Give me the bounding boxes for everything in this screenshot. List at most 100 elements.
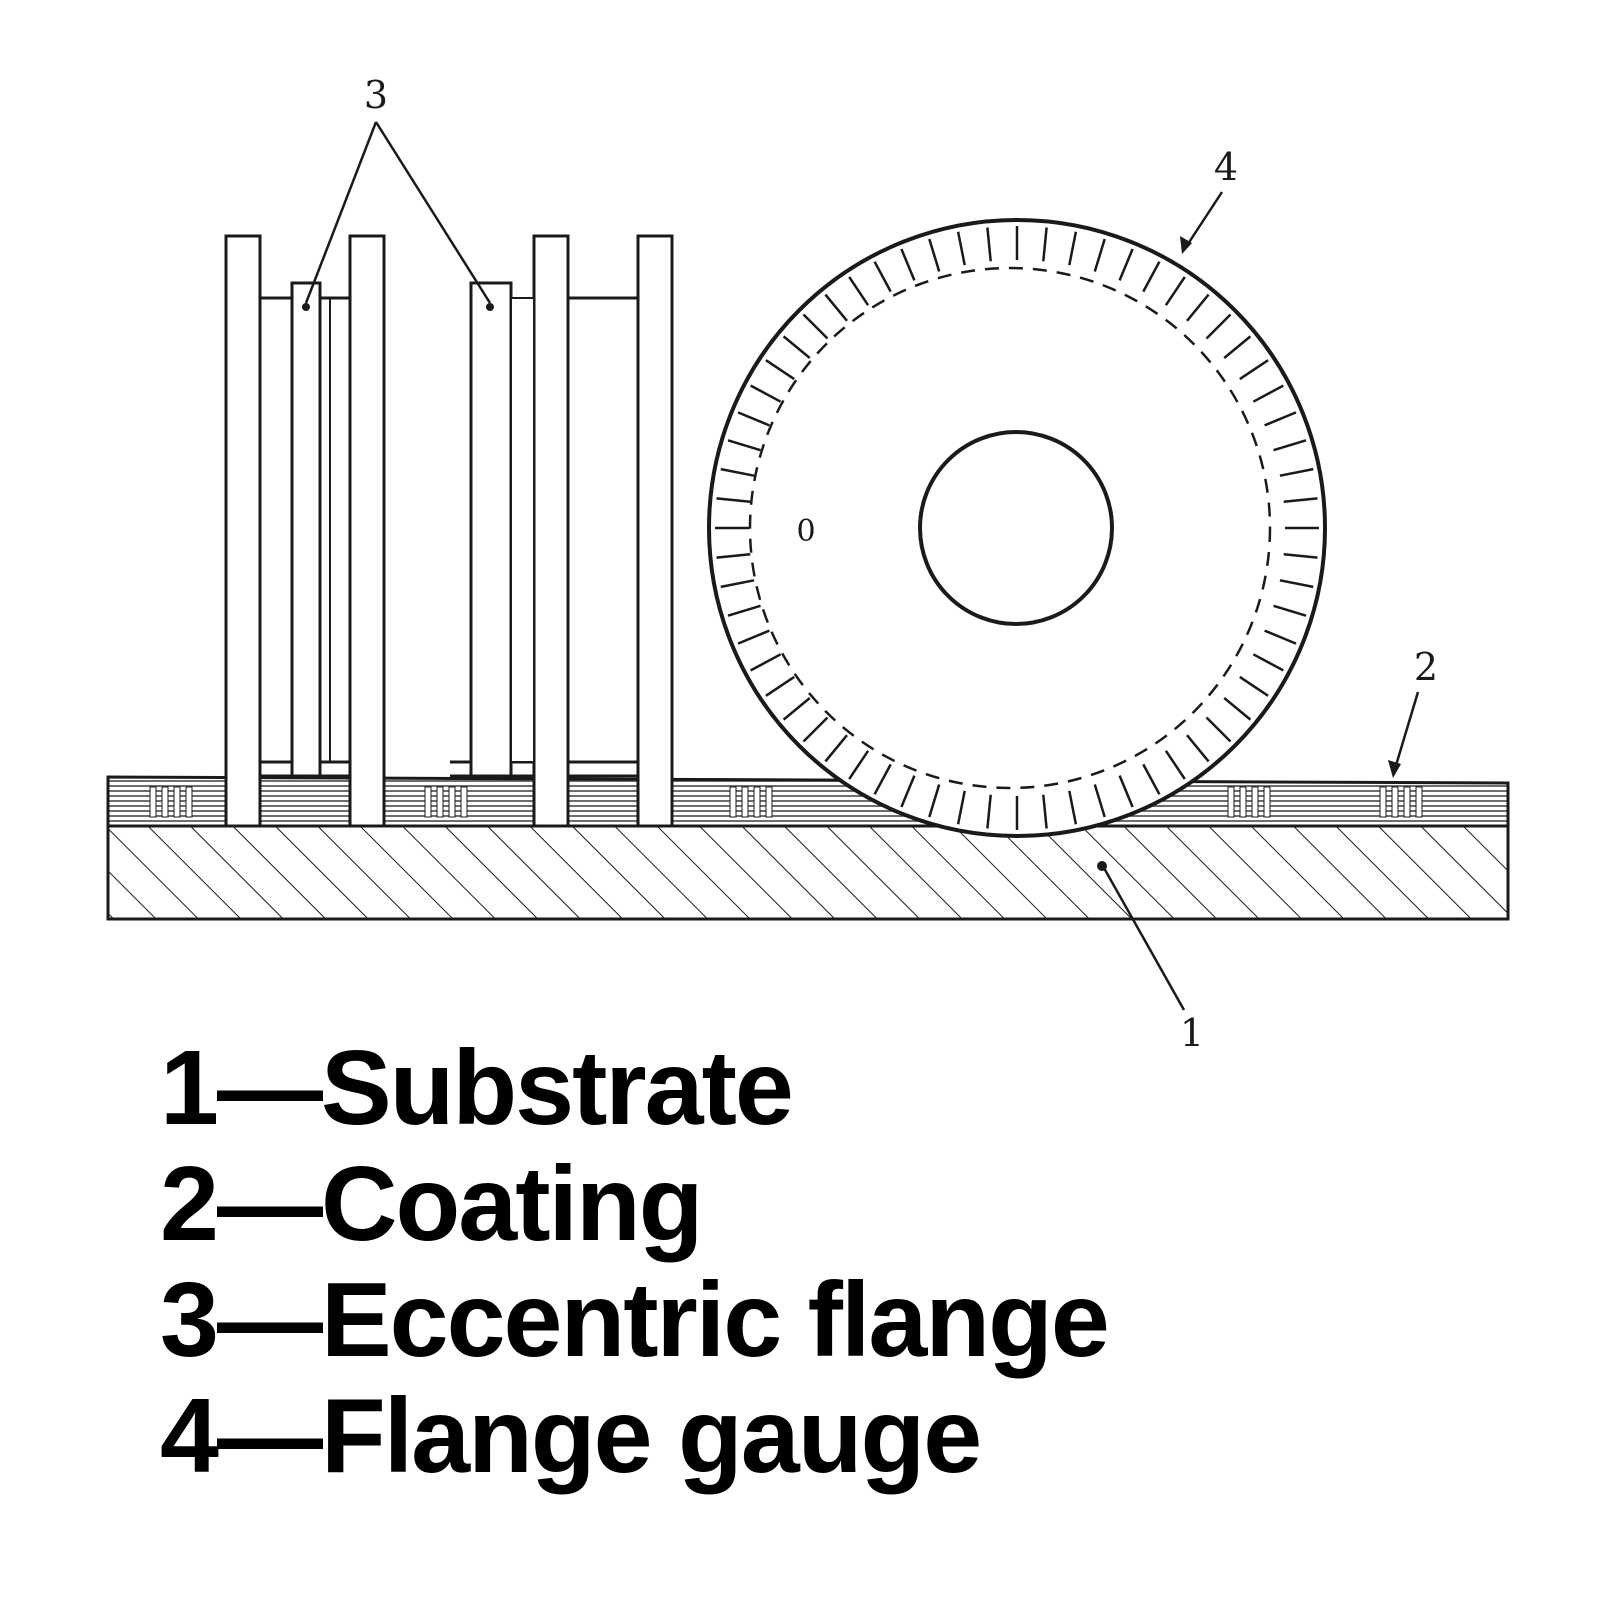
gauge-tick [873,261,892,293]
gauge-tick [900,248,916,281]
gauge-tick [1223,697,1252,721]
gauge-scale-ticks [715,226,1319,830]
callout-leaders [304,121,1420,1011]
substrate [106,824,1510,921]
gauge-tick [720,467,755,477]
gauge-tick [986,794,992,829]
gauge-tick [824,293,848,322]
gauge-tick [782,335,811,359]
coating-mark [1227,786,1235,818]
coating-mark [1239,786,1247,818]
gauge-tick [1239,359,1269,381]
gauge-tick [1118,775,1134,808]
eccentric-flange [290,281,322,778]
flange-gauge: 0 [707,218,1327,838]
legend: 1—Substrate 2—Coating 3—Eccentric flange… [160,1030,1580,1494]
gauge-tick [1223,335,1252,359]
legend-item-coating: 2—Coating [160,1145,703,1263]
coating-mark [424,786,432,818]
coating-mark [149,786,157,818]
gauge-tick [727,604,761,617]
gauge-tick [1164,276,1186,306]
gauge-tick [1164,750,1186,780]
gauge-tick [765,359,795,381]
coating-layer [106,775,1510,828]
gauge-tick [1093,238,1106,272]
gauge-tick [1252,384,1284,403]
eccentric-flange [469,281,513,778]
coating-mark [436,786,444,818]
coating-marks [149,786,1423,818]
gauge-tick [716,497,751,503]
gauge-tick [1042,794,1048,829]
gauge-tick [1068,231,1078,266]
gauge-tick [873,763,892,795]
gauge-tick [727,439,761,452]
gauge-tick [1042,227,1048,262]
gauge-tick [928,238,941,272]
legend-item-eccentric-flange: 3—Eccentric flange [160,1261,1110,1379]
eccentric-flange-assembly [224,234,674,828]
coating-mark [448,786,456,818]
gauge-tick [956,790,966,825]
callout-label-2: 2 [1414,645,1438,689]
gauge-tick [737,411,770,427]
gauge-tick [782,697,811,721]
gauge-tick [716,553,751,559]
gauge-inner-dashed-circle [748,266,1272,790]
gauge-tick [1252,653,1284,672]
gauge-tick [750,384,782,403]
callout-label-4: 4 [1214,145,1238,189]
legend-item-flange-gauge: 4—Flange gauge [160,1377,982,1495]
legend-item-substrate: 1—Substrate [160,1029,794,1147]
gauge-tick [765,675,795,697]
callout-arrowheads [1180,236,1401,778]
gauge-tick [928,784,941,818]
gauge-tick [986,227,992,262]
gauge-tick [1283,553,1318,559]
coating-mark [1403,786,1411,818]
coating-mark [173,786,181,818]
gauge-zero-label: 0 [796,514,815,549]
gauge-tick [1142,763,1161,795]
gauge-tick [848,276,870,306]
coating-mark [1415,786,1423,818]
coating-mark [753,786,761,818]
coating-mark [1379,786,1387,818]
coating-mark [161,786,169,818]
coating-mark [1391,786,1399,818]
coating-mark [185,786,193,818]
coating-mark [460,786,468,818]
gauge-tick [824,734,848,763]
gauge-tick [720,579,755,589]
gauge-tick [1205,716,1232,743]
substrate-callout-dot [1097,861,1107,871]
gauge-tick [1118,248,1134,281]
gauge-tick [1273,604,1307,617]
gauge-tick [1186,293,1210,322]
gauge-tick [1264,629,1297,645]
gauge-tick [1264,411,1297,427]
gauge-tick [900,775,916,808]
coating-mark [741,786,749,818]
coating-mark [765,786,773,818]
gauge-tick [1279,467,1314,477]
gauge-tick [956,231,966,266]
gauge-tick [1093,784,1106,818]
gauge-tick [750,653,782,672]
coating-mark [1251,786,1259,818]
callout-label-1: 1 [1180,1011,1204,1055]
gauge-tick [1273,439,1307,452]
gauge-tick [1279,579,1314,589]
coating-mark [729,786,737,818]
coating-mark [1263,786,1271,818]
gauge-tick [1186,734,1210,763]
gauge-tick [802,716,829,743]
callout-label-3: 3 [364,73,388,117]
gauge-tick [1142,261,1161,293]
gauge-tick [848,750,870,780]
gauge-tick [802,313,829,340]
gauge-tick [1068,790,1078,825]
gauge-tick [737,629,770,645]
